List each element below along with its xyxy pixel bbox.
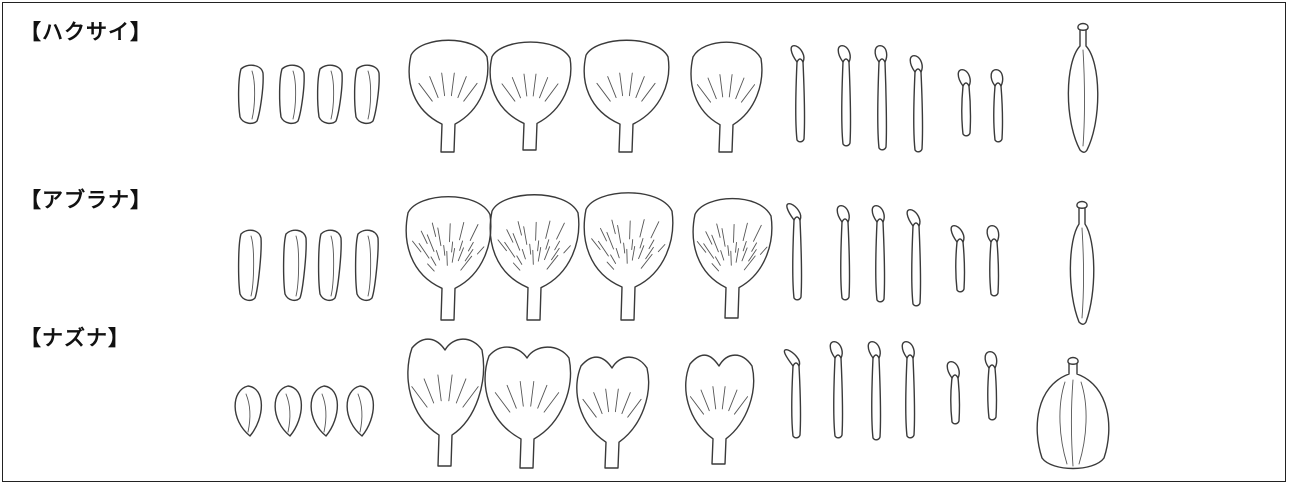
stamen — [791, 46, 804, 142]
sepal — [311, 386, 337, 436]
petal — [584, 193, 673, 320]
sepal — [239, 230, 262, 300]
petal — [691, 42, 762, 152]
stamen — [987, 226, 999, 296]
stamen — [787, 204, 802, 300]
sepal — [280, 65, 305, 123]
stamen — [910, 56, 922, 152]
stamen — [907, 210, 920, 306]
petal — [408, 339, 484, 466]
petal — [490, 195, 579, 320]
pistil — [1070, 202, 1093, 325]
pistil — [1037, 358, 1109, 469]
stamen — [838, 46, 850, 146]
petal — [490, 42, 571, 150]
stamen — [837, 206, 849, 300]
petal — [584, 40, 669, 152]
stamen — [872, 206, 884, 302]
pistil — [1068, 24, 1097, 153]
stamen — [985, 352, 997, 420]
sepal — [235, 386, 261, 436]
stamen — [830, 342, 842, 438]
petal — [686, 355, 754, 464]
stamen — [947, 362, 959, 424]
sepal — [284, 230, 307, 300]
sepal — [356, 230, 379, 300]
sepal — [239, 65, 264, 123]
petal — [485, 347, 570, 468]
stamen — [951, 226, 964, 292]
sepal — [318, 65, 343, 123]
petal — [409, 40, 488, 152]
stamen — [868, 342, 880, 440]
stamen — [991, 70, 1003, 142]
stamen — [784, 350, 800, 438]
stamen — [875, 46, 887, 150]
petal — [577, 357, 649, 468]
sepal — [275, 386, 301, 436]
stamen — [958, 70, 970, 136]
sepal — [319, 230, 342, 300]
stamen — [902, 342, 914, 438]
sepal — [347, 386, 373, 436]
petal — [693, 199, 772, 318]
petal — [406, 197, 491, 320]
sepal — [355, 65, 380, 123]
